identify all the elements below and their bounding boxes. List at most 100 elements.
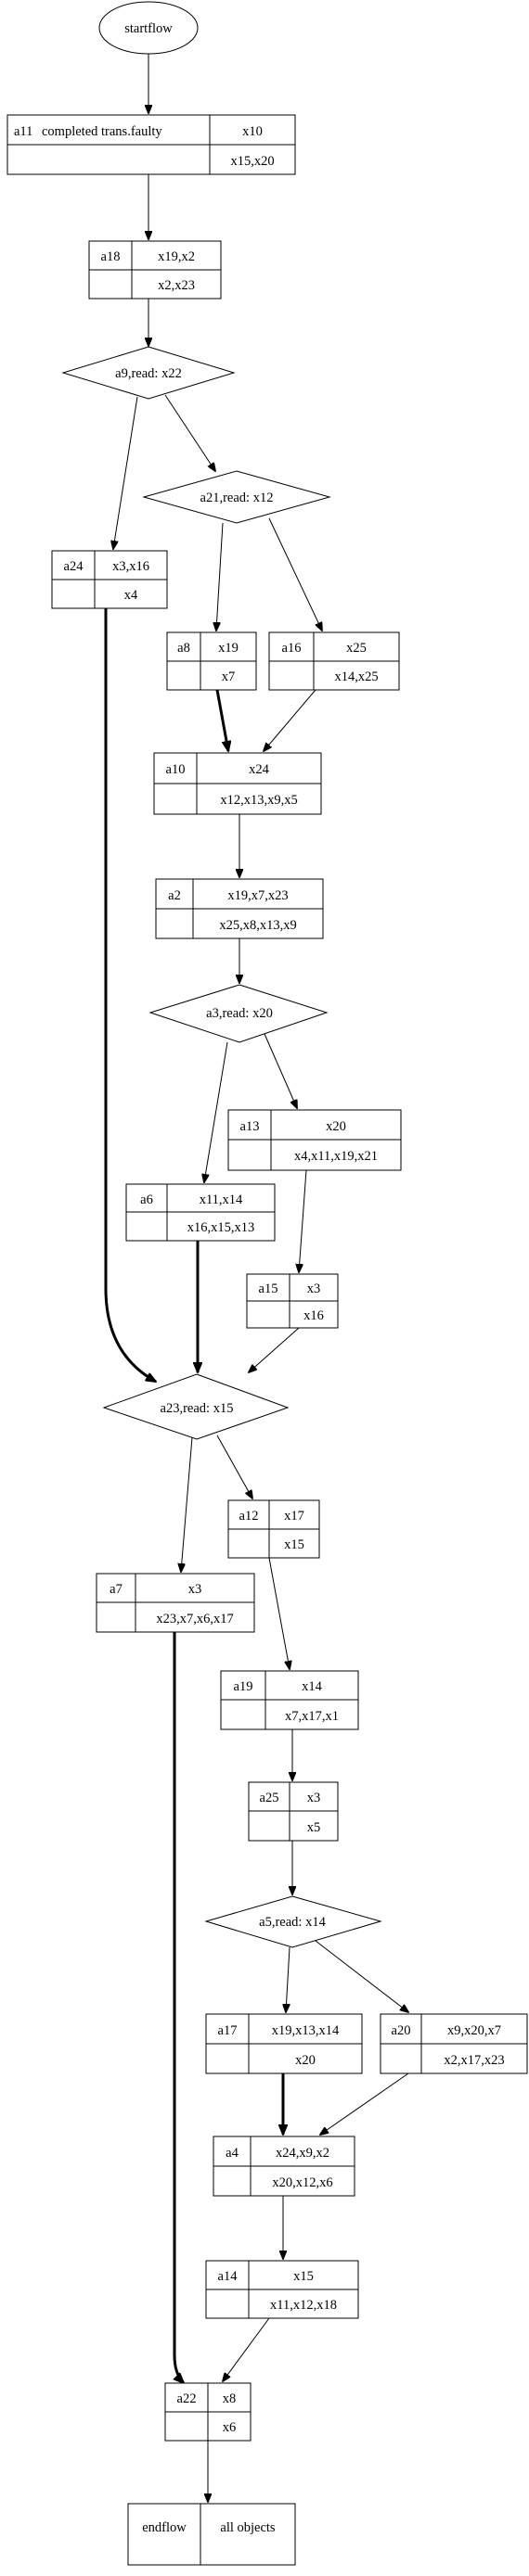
node-a12: a12 x17 x15 <box>227 1499 320 1559</box>
edge-a5-a20 <box>315 1940 408 2012</box>
node-bottom-vars: x15 <box>284 1537 304 1552</box>
end-label: all objects <box>220 2520 276 2535</box>
node-id: a17 <box>218 2023 238 2038</box>
node-id: a11 <box>14 124 32 139</box>
edge-a3-a6 <box>204 1041 228 1182</box>
decision-a9: a9,read: x22 <box>61 346 236 400</box>
node-bottom-vars: x11,x12,x18 <box>270 2298 337 2313</box>
node-top-vars: x3 <box>188 1582 202 1597</box>
decision-label: a21,read: x12 <box>200 491 274 505</box>
decision-a21: a21,read: x12 <box>142 470 331 524</box>
node-bottom-vars: x2,x17,x23 <box>444 2053 504 2068</box>
node-top-vars: x11,x14 <box>200 1192 243 1207</box>
edge-a20-a4 <box>320 2072 409 2135</box>
node-bottom-vars: x20,x12,x6 <box>272 2175 332 2190</box>
node-a25: a25 x3 x5 <box>248 1781 339 1842</box>
node-bottom-vars: x6 <box>223 2420 237 2435</box>
node-id: a24 <box>64 559 84 574</box>
edge-a16-a10 <box>264 689 316 751</box>
node-a14: a14 x15 x11,x12,x18 <box>205 2260 359 2319</box>
node-top-vars: x17 <box>284 1509 304 1524</box>
node-bottom-vars: x16,x15,x13 <box>187 1220 255 1235</box>
node-top-vars: x19 <box>218 641 239 656</box>
node-top-vars: x20 <box>326 1119 346 1134</box>
node-id: a2 <box>168 888 181 903</box>
node-top-vars: x10 <box>242 124 263 139</box>
node-a7: a7 x3 x23,x7,x6,x17 <box>96 1573 255 1633</box>
node-title: completed trans.faulty <box>42 124 162 139</box>
decision-label: a5,read: x14 <box>259 1915 326 1930</box>
edge-a24-a23 <box>104 608 156 1384</box>
node-bottom-vars: x16 <box>303 1308 324 1323</box>
node-top-vars: x19,x7,x23 <box>227 888 288 903</box>
node-top-vars: x25 <box>346 641 367 656</box>
node-bottom-vars: x12,x13,x9,x5 <box>220 793 297 808</box>
edge-a23-a7 <box>181 1436 193 1572</box>
end-node: endflow all objects <box>127 2503 296 2566</box>
node-top-vars: x19,x13,x14 <box>272 2023 340 2038</box>
edge-a23-a12 <box>216 1435 252 1498</box>
node-a10: a10 x24 x12,x13,x9,x5 <box>153 752 322 815</box>
node-top-vars: x3 <box>307 1282 321 1296</box>
edge-a14-a22 <box>223 2317 270 2381</box>
node-top-vars: x9,x20,x7 <box>447 2023 501 2038</box>
node-top-vars: x15 <box>293 2269 314 2284</box>
node-a2: a2 x19,x7,x23 x25,x8,x13,x9 <box>155 878 324 939</box>
start-node: startflow <box>98 1 199 55</box>
node-a15: a15 x3 x16 <box>246 1273 339 1329</box>
edge-a15-a23 <box>249 1327 300 1372</box>
node-bottom-vars: x15,x20 <box>230 154 274 169</box>
node-id: a13 <box>240 1119 260 1134</box>
node-id: a22 <box>177 2391 197 2406</box>
node-top-vars: x3,x16 <box>112 559 149 574</box>
node-a19: a19 x14 x7,x17,x1 <box>220 1670 359 1730</box>
node-a16: a16 x25 x14,x25 <box>268 631 400 691</box>
node-id: a4 <box>226 2146 239 2161</box>
node-id: a19 <box>234 1679 253 1694</box>
node-a11: a11 completed trans.faulty x10 x15,x20 <box>6 114 296 175</box>
edge-a5-a17 <box>286 1946 290 2012</box>
node-top-vars: x24 <box>249 762 270 777</box>
node-top-vars: x19,x2 <box>158 249 195 264</box>
node-a6: a6 x11,x14 x16,x15,x13 <box>125 1183 276 1242</box>
decision-label: a9,read: x22 <box>115 366 182 381</box>
edge-a7-a22 <box>173 1632 184 2383</box>
node-top-vars: x14 <box>302 1679 323 1694</box>
decision-label: a23,read: x15 <box>161 1401 234 1416</box>
node-bottom-vars: x25,x8,x13,x9 <box>219 918 296 933</box>
node-a20: a20 x9,x20,x7 x2,x17,x23 <box>380 2013 528 2074</box>
node-id: a20 <box>392 2023 411 2038</box>
node-bottom-vars: x7 <box>222 670 236 684</box>
edge-a13-a15 <box>299 1169 307 1272</box>
node-id: a25 <box>260 1791 279 1805</box>
node-a22: a22 x8 x6 <box>164 2382 252 2442</box>
edge-a3-a13 <box>264 1033 297 1108</box>
node-bottom-vars: x4 <box>124 588 138 603</box>
node-bottom-vars: x2,x23 <box>158 278 195 293</box>
node-bottom-vars: x20 <box>295 2053 316 2068</box>
node-top-vars: x24,x9,x2 <box>276 2146 329 2161</box>
node-bottom-vars: x23,x7,x6,x17 <box>156 1612 233 1626</box>
end-id: endflow <box>142 2520 187 2535</box>
node-id: a16 <box>282 641 302 656</box>
node-bottom-vars: x14,x25 <box>334 670 378 684</box>
node-id: a18 <box>101 249 121 264</box>
node-a24: a24 x3,x16 x4 <box>51 550 168 609</box>
edge-a12-a19 <box>268 1557 290 1669</box>
edge-a8-a10 <box>215 689 228 751</box>
node-id: a12 <box>239 1509 259 1524</box>
edge-a9-a24 <box>113 396 138 549</box>
edge-a21-a16 <box>268 517 322 631</box>
node-a17: a17 x19,x13,x14 x20 <box>205 2013 363 2074</box>
decision-label: a3,read: x20 <box>206 1006 273 1021</box>
node-id: a14 <box>218 2269 239 2284</box>
node-id: a10 <box>166 762 186 777</box>
node-a4: a4 x24,x9,x2 x20,x12,x6 <box>213 2136 355 2197</box>
node-a18: a18 x19,x2 x2,x23 <box>88 240 222 300</box>
node-a13: a13 x20 x4,x11,x19,x21 <box>227 1109 402 1171</box>
node-bottom-vars: x4,x11,x19,x21 <box>294 1149 378 1164</box>
node-top-vars: x3 <box>307 1791 321 1805</box>
start-label: startflow <box>124 21 173 36</box>
node-id: a8 <box>177 641 190 656</box>
